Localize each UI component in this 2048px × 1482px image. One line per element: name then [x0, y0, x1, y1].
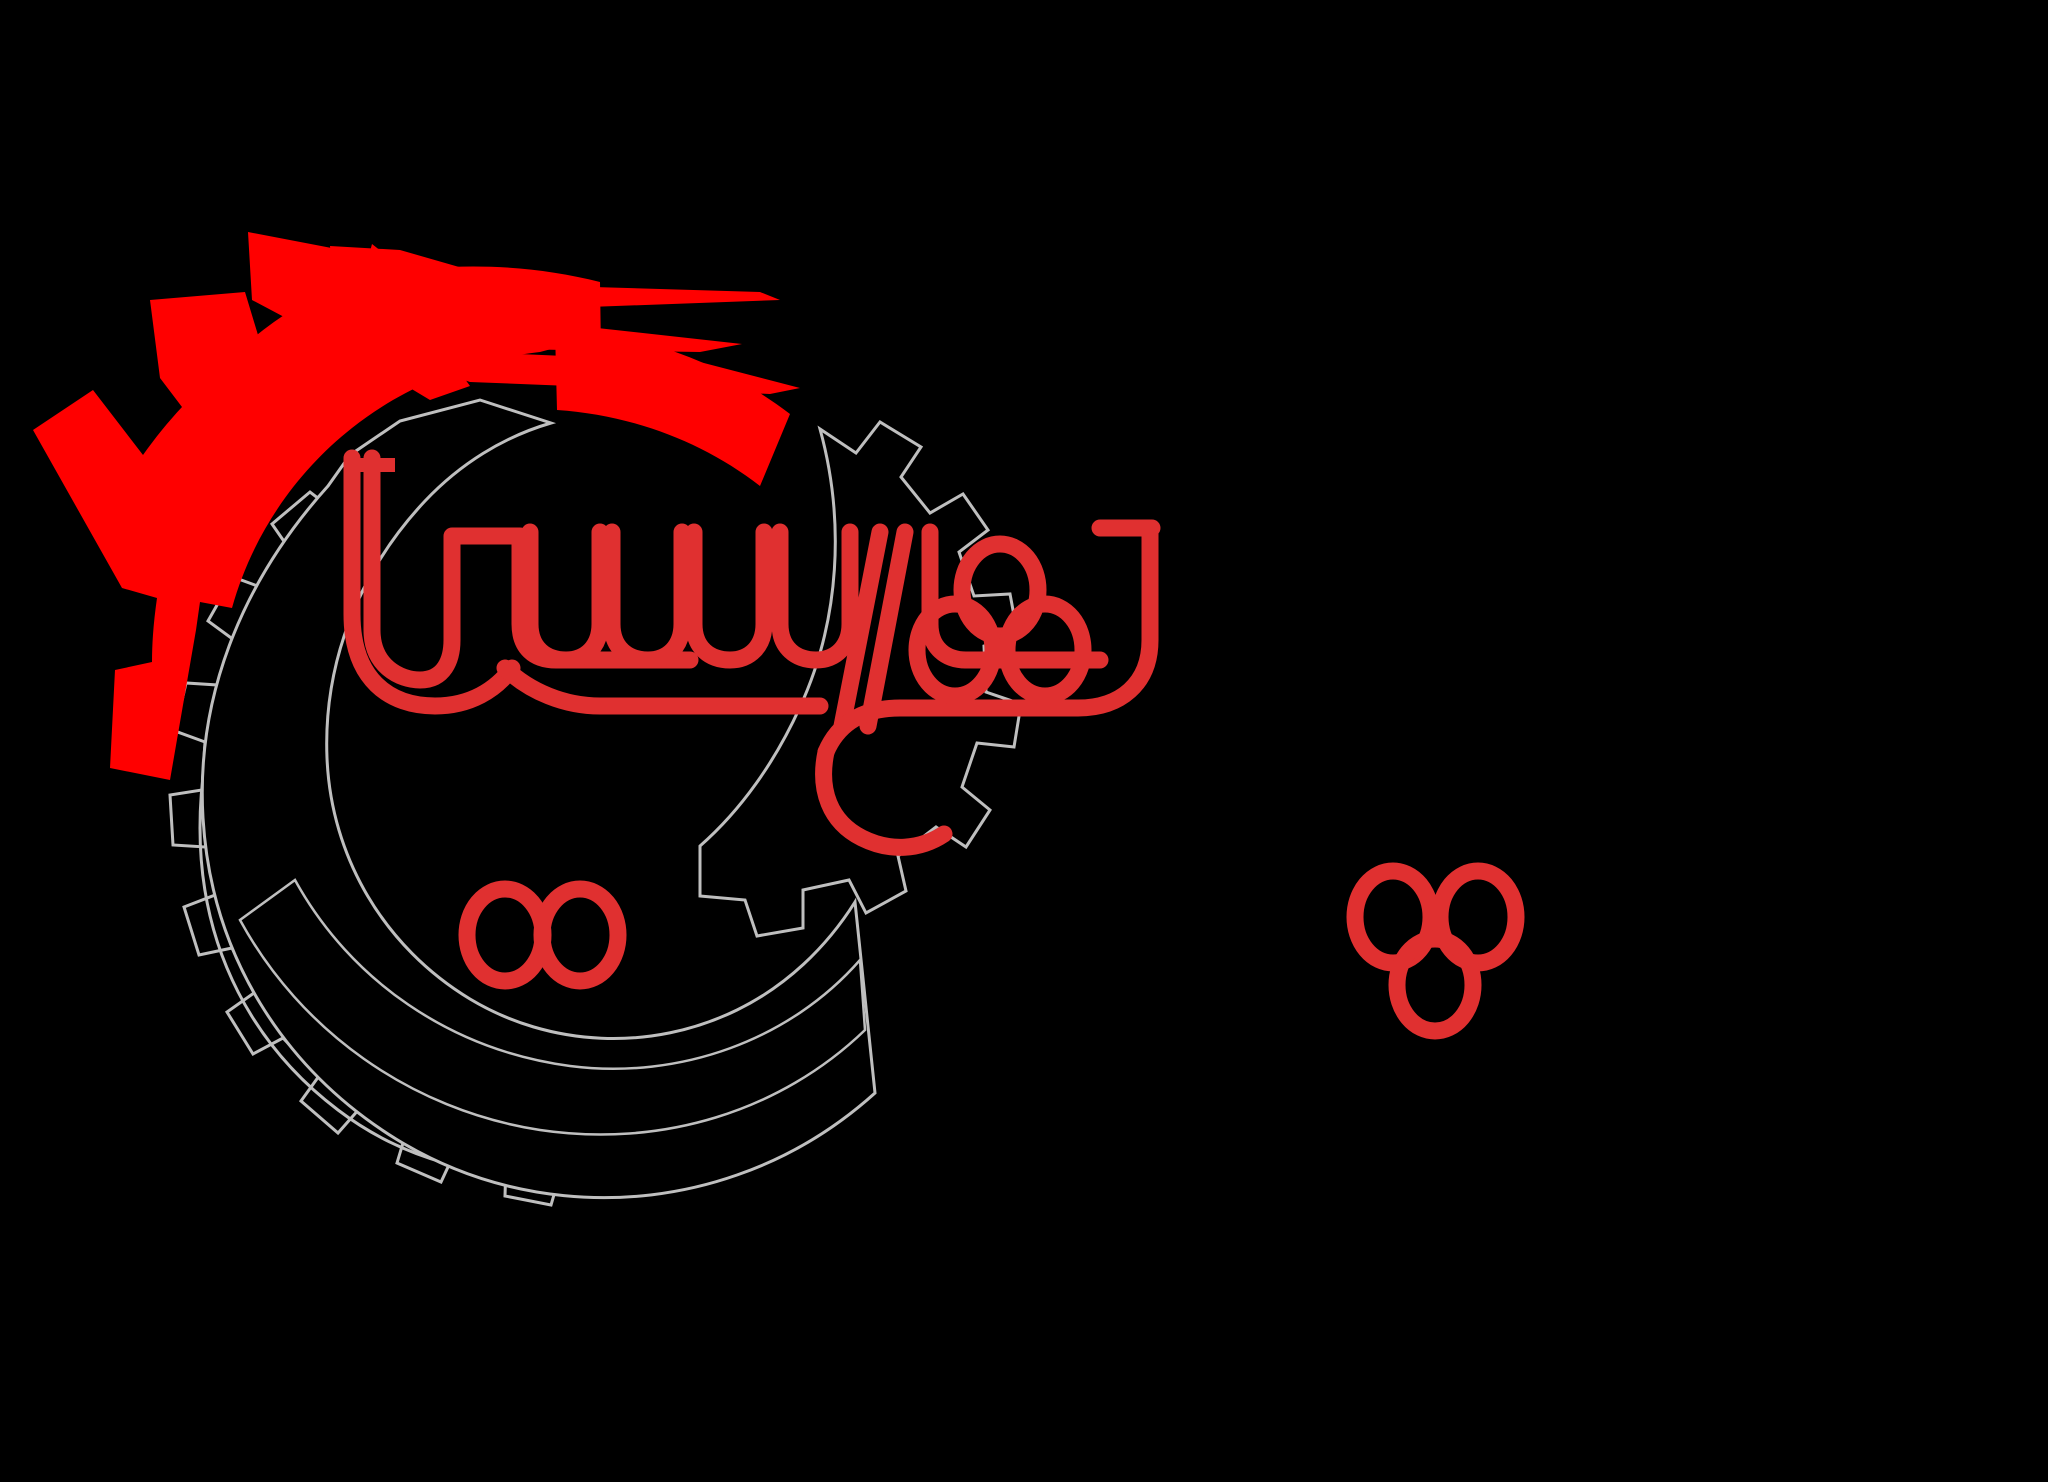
- letter-pe-bowl: [343, 449, 521, 715]
- letter-shin-hump-1: [521, 523, 609, 669]
- speed-line-wedge: [248, 232, 470, 400]
- dot-pe-right: [533, 880, 627, 990]
- letter-te-hump-1: [771, 523, 859, 669]
- letter-alef-stroke-inner: [859, 523, 914, 735]
- speed-streaks-group: [248, 232, 800, 400]
- letter-alef-stroke: [833, 523, 889, 735]
- dots-be-three: [1346, 862, 1525, 1040]
- dot-be-bottom: [1388, 930, 1482, 1040]
- dots-shin-three: [908, 535, 1092, 705]
- dot-shin-right: [998, 595, 1092, 705]
- baseline-rail-left: [496, 659, 829, 715]
- gear-dark-right-teeth: [698, 420, 1023, 938]
- speed-line-2: [398, 320, 742, 352]
- dot-shin-left: [908, 595, 1002, 705]
- gear-dark-inner-arc: [238, 878, 867, 1136]
- speed-line-3: [428, 350, 800, 394]
- letter-be-bowl: [817, 523, 1159, 761]
- letter-shin-hump-2: [603, 523, 691, 669]
- letter-descender-tail: [815, 743, 953, 856]
- dots-group: [458, 535, 1525, 1040]
- letter-pe-cap: [345, 458, 395, 472]
- dots-pe-two: [458, 880, 627, 990]
- dot-be-right: [1431, 862, 1525, 972]
- letter-shin-hump-3: [685, 523, 773, 669]
- speed-line-0: [330, 246, 560, 302]
